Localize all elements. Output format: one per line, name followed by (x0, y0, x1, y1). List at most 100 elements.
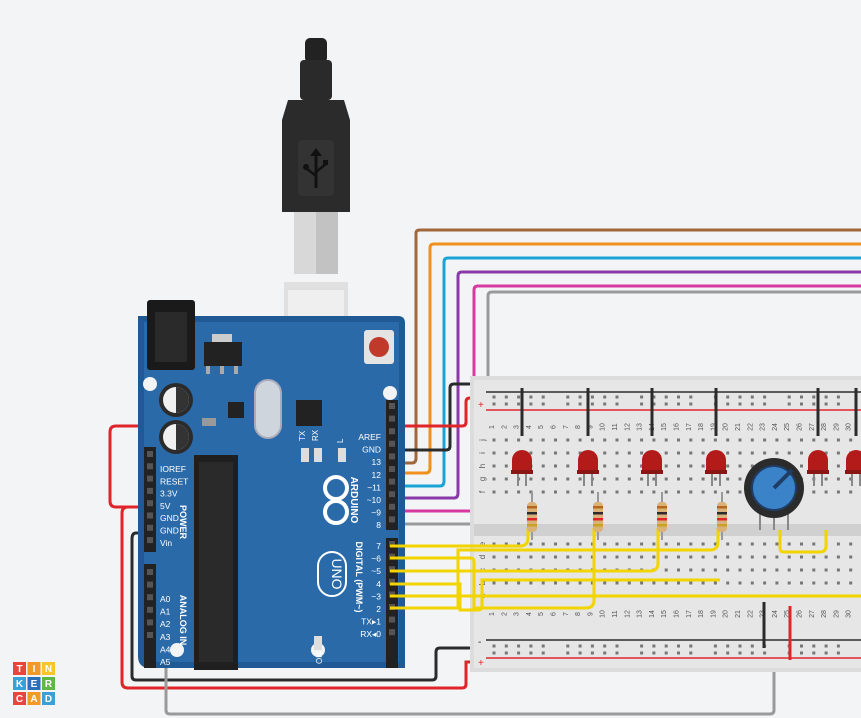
pin-label-right: TX▸1 (361, 617, 381, 627)
pin-label-right: ~9 (371, 508, 381, 518)
pin-label-power: IOREF (160, 464, 186, 474)
column-number: 14 (649, 610, 656, 618)
column-number: 11 (612, 610, 619, 617)
column-number: 9 (587, 612, 594, 616)
pin-label-right: ~10 (367, 495, 382, 505)
column-number: 2 (501, 425, 508, 429)
pin-label-right: RX◂0 (360, 629, 381, 639)
led (705, 388, 727, 486)
column-number: 17 (686, 610, 693, 618)
column-number: 10 (600, 610, 607, 618)
column-number: 30 (846, 423, 853, 431)
column-number: 22 (747, 423, 754, 431)
rail-plus-top: + (478, 400, 484, 411)
pin-label-power: 3.3V (160, 489, 178, 499)
column-number: 2 (501, 612, 508, 616)
column-number: 26 (797, 610, 804, 618)
column-number: 12 (624, 423, 631, 431)
led-resistor-array (511, 388, 861, 540)
column-number: 26 (797, 423, 804, 431)
row-letter: g (478, 477, 487, 481)
column-number: 19 (710, 610, 717, 618)
column-number: 16 (674, 423, 681, 431)
pin-label-right: ~5 (371, 566, 381, 576)
column-number: 1 (489, 425, 496, 429)
column-number: 28 (821, 423, 828, 431)
pin-label-power: Vin (160, 538, 172, 548)
column-number: 15 (661, 423, 668, 431)
column-number: 8 (575, 425, 582, 429)
led (807, 388, 829, 486)
logo-letter: I (33, 664, 36, 675)
column-number: 13 (637, 610, 644, 618)
pin-label-analog: A2 (160, 619, 171, 629)
label-digital: DIGITAL (PWM~) (354, 542, 364, 613)
column-number: 27 (809, 610, 816, 618)
pin-label-power: GND (160, 513, 179, 523)
column-number: 7 (563, 612, 570, 616)
column-number: 6 (551, 425, 558, 429)
arduino-infinity-icon (323, 475, 349, 525)
column-number: 7 (563, 425, 570, 429)
pin-labels: AREFGND1312~11~10~987~6~54~32TX▸1RX◂0IOR… (147, 403, 395, 667)
column-number: 3 (514, 425, 521, 429)
logo-letter: A (30, 694, 37, 705)
label-on: ON (315, 652, 324, 664)
column-number: 24 (772, 610, 779, 618)
label-rx: RX (311, 429, 320, 441)
logo-letter: T (16, 664, 22, 675)
rail-plus-bottom: + (478, 658, 484, 669)
pin-label-right: 4 (376, 579, 381, 589)
column-number: 25 (784, 423, 791, 431)
rail-jumpers (762, 602, 792, 660)
column-number: 11 (612, 423, 619, 430)
pin-label-right: ~6 (371, 554, 381, 564)
column-number: 1 (489, 612, 496, 616)
pin-label-analog: A3 (160, 632, 171, 642)
column-number: 29 (833, 610, 840, 618)
pin-label-right: ~3 (371, 591, 381, 601)
led (845, 388, 861, 486)
pin-label-right: 2 (376, 604, 381, 614)
row-letter: d (478, 555, 487, 559)
column-number: 20 (723, 423, 730, 431)
usb-icon (298, 140, 334, 196)
column-number: 5 (538, 425, 545, 429)
row-letter: f (478, 490, 487, 493)
pin-label-right: AREF (358, 432, 381, 442)
column-number: 25 (784, 610, 791, 618)
column-number: 13 (637, 423, 644, 431)
column-number: 12 (624, 610, 631, 618)
column-number: 27 (809, 423, 816, 431)
logo-letter: C (16, 694, 23, 705)
pin-label-right: 13 (372, 457, 382, 467)
column-number: 10 (600, 423, 607, 431)
column-number: 21 (735, 610, 742, 618)
column-number: 3 (514, 612, 521, 616)
resistor (657, 492, 667, 540)
column-number: 6 (551, 612, 558, 616)
potentiometer (744, 458, 804, 530)
column-number: 18 (698, 610, 705, 618)
column-numbers: 1122334455667788991010111112121313141415… (489, 423, 853, 618)
column-number: 16 (674, 610, 681, 618)
pin-label-right: 7 (376, 541, 381, 551)
pin-label-analog: A5 (160, 657, 171, 667)
label-l: L (336, 438, 345, 443)
led-wires (390, 528, 861, 612)
pin-label-right: ~11 (367, 482, 381, 492)
led (641, 388, 663, 486)
row-letter: j (478, 439, 487, 442)
resistor (527, 492, 537, 540)
pin-label-power: 5V (160, 501, 171, 511)
logo-letter: K (16, 679, 24, 690)
pin-label-analog: A4 (160, 644, 171, 654)
logo-letter: D (45, 694, 52, 705)
column-number: 20 (723, 610, 730, 618)
pin-label-analog: A0 (160, 594, 171, 604)
led (511, 388, 533, 486)
pin-label-analog: A1 (160, 607, 171, 617)
led (577, 388, 599, 486)
